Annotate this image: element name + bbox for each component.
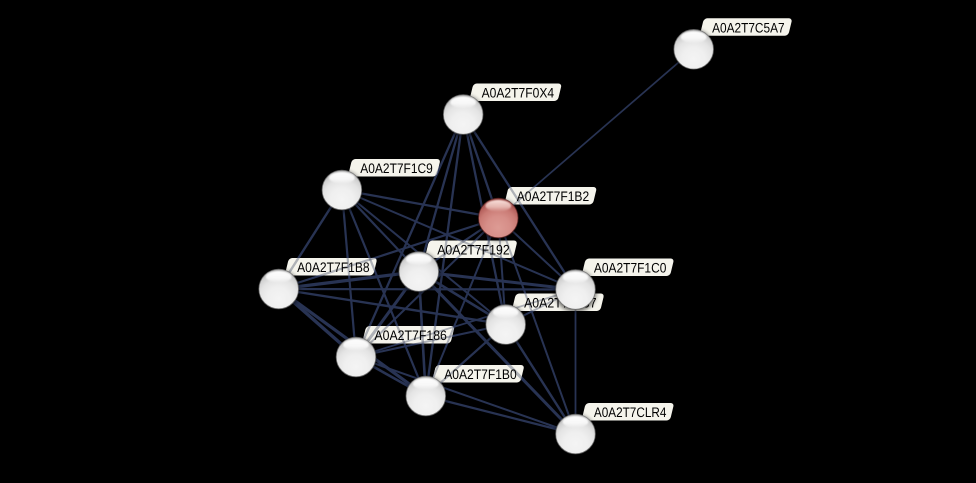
svg-text:A0A2T7F1B8: A0A2T7F1B8 [297,260,370,275]
svg-text:A0A2T7F1C0: A0A2T7F1C0 [594,261,667,276]
svg-text:A0A2T7C5A7: A0A2T7C5A7 [712,21,785,36]
svg-text:A0A2T7F1B2: A0A2T7F1B2 [517,189,590,204]
svg-text:A0A2T7F186: A0A2T7F186 [374,328,447,343]
svg-text:A0A2T7F1C9: A0A2T7F1C9 [360,161,433,176]
svg-text:A0A2T7F0X4: A0A2T7F0X4 [482,86,555,101]
svg-text:A0A2T7F192: A0A2T7F192 [437,243,510,258]
svg-text:A0A2T7F1B0: A0A2T7F1B0 [444,367,517,382]
svg-text:A0A2T7CLR4: A0A2T7CLR4 [594,405,667,420]
